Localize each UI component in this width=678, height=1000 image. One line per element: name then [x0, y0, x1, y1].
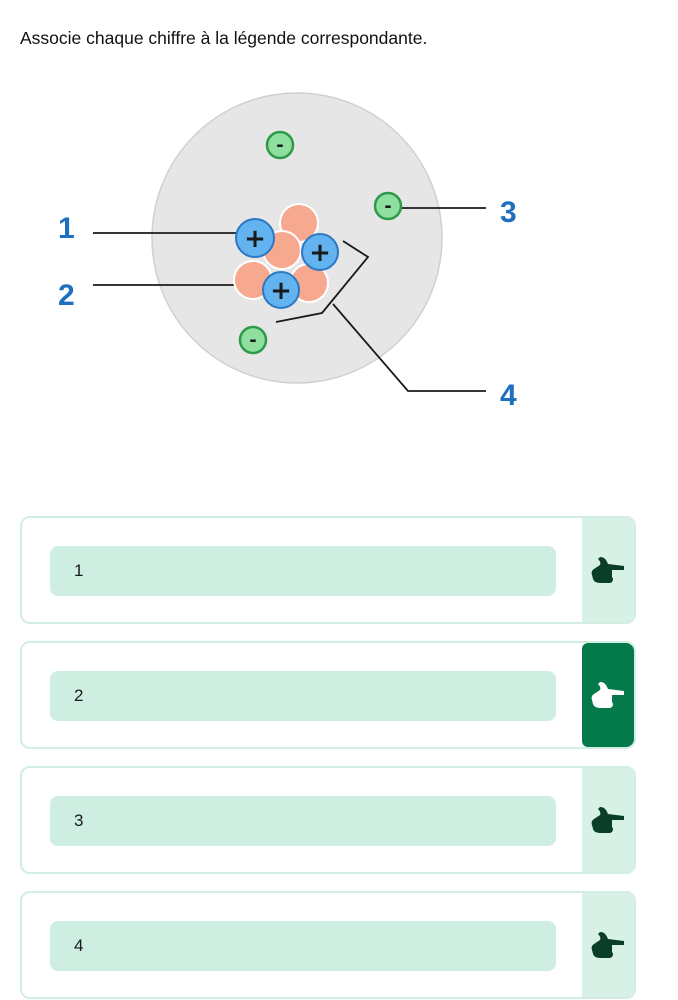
drag-handle-1[interactable] [582, 518, 634, 622]
answer-slot-3[interactable]: 3 [50, 796, 556, 846]
electron-sign: - [249, 330, 256, 351]
bracket-nucleus [275, 240, 370, 323]
proton: + [262, 271, 300, 309]
answer-card-4: 4 [20, 891, 636, 999]
proton-sign: + [309, 238, 331, 268]
drag-handle-3[interactable] [582, 768, 634, 872]
leader-line-4 [332, 303, 486, 392]
proton: + [235, 218, 275, 258]
electron-right: - [373, 191, 403, 221]
answer-card-2: 2 [20, 641, 636, 749]
drag-handle-2[interactable] [582, 643, 634, 747]
diagram-label-3: 3 [500, 196, 517, 229]
diagram-label-2: 2 [58, 279, 75, 312]
proton: + [301, 233, 339, 271]
drag-handle-4[interactable] [582, 893, 634, 997]
proton-sign: + [244, 224, 266, 254]
hand-pointing-left-icon [591, 807, 624, 833]
proton-sign: + [270, 276, 292, 306]
answer-card-3: 3 [20, 766, 636, 874]
diagram-label-4: 4 [500, 379, 517, 412]
answer-slot-1[interactable]: 1 [50, 546, 556, 596]
instruction-text: Associe chaque chiffre à la légende corr… [20, 28, 428, 48]
answer-slot-4[interactable]: 4 [50, 921, 556, 971]
electron-sign: - [384, 196, 391, 217]
diagram-label-1: 1 [58, 212, 75, 245]
nucleus: + + + [233, 203, 339, 309]
hand-pointing-left-icon [591, 682, 624, 708]
electron-top: - [265, 130, 295, 160]
hand-pointing-left-icon [591, 557, 624, 583]
atom-diagram: - - - + + + 1 2 3 4 [58, 92, 517, 412]
hand-pointing-left-icon [591, 932, 624, 958]
answer-slot-2[interactable]: 2 [50, 671, 556, 721]
electron-bottom: - [238, 325, 268, 355]
electron-sign: - [276, 135, 283, 156]
answer-card-1: 1 [20, 516, 636, 624]
